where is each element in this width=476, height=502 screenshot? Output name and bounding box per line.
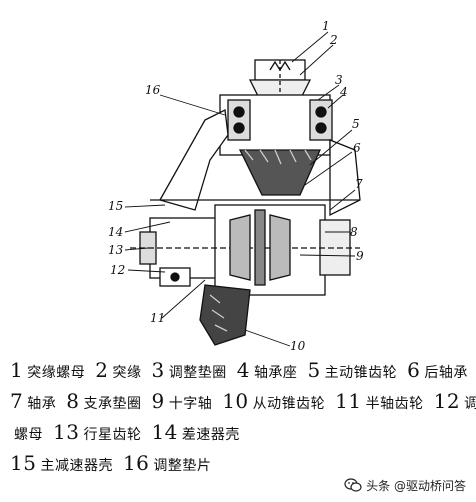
callout-labels: 1 2 3 4 5 6 7 8 9 10 11 12 13 14 15 16 <box>108 19 364 352</box>
reducer-housing <box>150 109 361 217</box>
driving-bevel-gear <box>238 149 322 196</box>
legend-part-name: 十字轴 <box>168 396 213 412</box>
legend-item: 螺母 <box>10 425 53 443</box>
legend-number: 14 <box>151 420 178 444</box>
legend-part-name: 调整垫圈 <box>168 365 227 381</box>
legend-part-name: 突缘 <box>112 365 142 381</box>
legend-part-name: 主减速器壳 <box>40 458 113 474</box>
callout-1: 1 <box>322 19 330 33</box>
callout-9: 9 <box>356 249 364 263</box>
legend-number: 13 <box>53 420 80 444</box>
legend-part-name: 半轴齿轮 <box>365 396 424 412</box>
adjusting-nut <box>159 267 191 287</box>
legend-part-name: 轴承 <box>27 396 57 412</box>
watermark-text: 头条 @驱动桥问答 <box>366 478 466 493</box>
legend-part-name: 突缘螺母 <box>27 365 86 381</box>
legend-number: 9 <box>151 389 165 413</box>
legend-part-name: 从动锥齿轮 <box>252 396 326 412</box>
legend-line: 7轴承8支承垫圈9十字轴10从动锥齿轮11半轴齿轮12调整 <box>10 387 476 418</box>
watermark: 头条 @驱动桥问答 <box>340 474 470 496</box>
leader-lines <box>124 31 356 347</box>
legend-part-name: 差速器壳 <box>181 427 240 443</box>
callout-10: 10 <box>290 339 306 352</box>
legend-part-name: 后轴承 <box>424 365 468 381</box>
differential-case <box>130 204 360 296</box>
legend-part-name: 调整垫片 <box>153 458 212 474</box>
drive-axle-diagram: 1 2 3 4 5 6 7 8 9 10 11 12 13 14 15 16 <box>108 19 364 352</box>
legend-number: 10 <box>222 389 249 413</box>
legend-part-name: 轴承座 <box>253 365 298 381</box>
callout-7: 7 <box>355 177 363 191</box>
legend-number: 11 <box>335 389 362 413</box>
callout-15: 15 <box>108 199 123 213</box>
legend-number: 7 <box>10 389 24 413</box>
callout-14: 14 <box>108 225 123 239</box>
legend-number: 8 <box>66 389 80 413</box>
driven-bevel-gear <box>199 284 251 346</box>
legend-number: 4 <box>236 358 250 382</box>
wechat-icon <box>344 478 362 492</box>
legend-part-name: 行星齿轮 <box>83 427 142 443</box>
legend-part-name: 调整 <box>464 396 476 412</box>
legend-number: 12 <box>433 389 461 413</box>
legend-number: 2 <box>95 358 109 382</box>
callout-6: 6 <box>353 141 361 155</box>
legend-number: 1 <box>10 358 24 382</box>
callout-3: 3 <box>335 73 343 87</box>
legend-item: 12调整 <box>434 389 476 413</box>
legend-number: 15 <box>10 451 37 475</box>
callout-5: 5 <box>352 117 360 131</box>
legend-number: 3 <box>151 358 165 382</box>
legend-part-name: 主动锥齿轮 <box>324 365 398 381</box>
legend-part-name: 螺母 <box>14 427 43 443</box>
legend-number: 16 <box>122 451 150 475</box>
callout-11: 11 <box>150 311 165 325</box>
callout-2: 2 <box>329 33 338 47</box>
bearing-seat <box>219 94 333 156</box>
callout-8: 8 <box>350 225 358 239</box>
legend-part-name: 支承垫圈 <box>83 396 142 412</box>
legend-number: 6 <box>407 358 421 382</box>
callout-13: 13 <box>108 243 124 257</box>
callout-4: 4 <box>339 85 348 99</box>
legend-number: 5 <box>307 358 321 382</box>
callout-12: 12 <box>110 263 125 277</box>
callout-16: 16 <box>145 83 161 97</box>
